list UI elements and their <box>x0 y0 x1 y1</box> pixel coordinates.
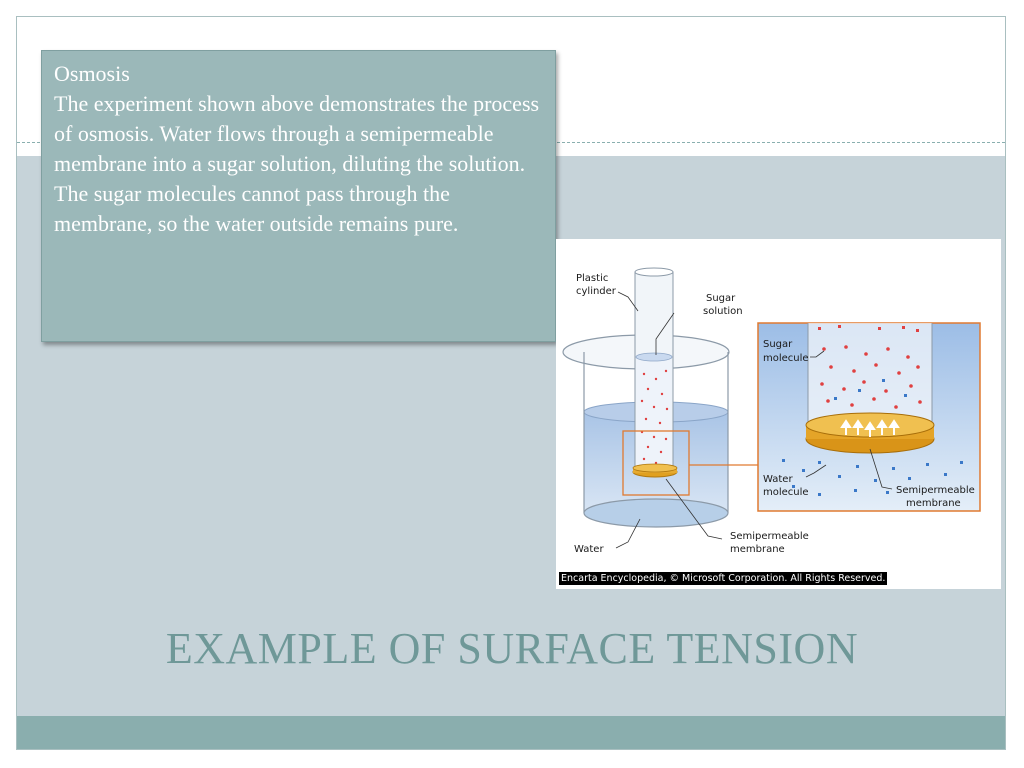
sugar-solution-label-2: solution <box>703 306 743 317</box>
footer-band <box>17 716 1005 749</box>
inset-water-molecules <box>782 379 963 496</box>
plastic-cylinder-label: Plastic <box>576 273 608 284</box>
inset-semipermeable-label-2: membrane <box>906 498 961 509</box>
leader-lines <box>615 291 893 549</box>
inset-view <box>757 322 981 512</box>
sugar-molecule-label-2: molecule <box>763 353 809 364</box>
inset-semipermeable-label: Semipermeable <box>896 485 975 496</box>
zoom-box <box>622 430 690 496</box>
caption-heading: Osmosis <box>54 61 130 86</box>
figure-credit: Encarta Encyclopedia, © Microsoft Corpor… <box>559 572 888 585</box>
osmosis-diagram: Plastic cylinder Sugar solution Water Se… <box>562 267 981 555</box>
arrow-icons <box>840 419 900 437</box>
sugar-molecule-label: Sugar <box>763 339 793 350</box>
caption-body: The experiment shown above demonstrates … <box>54 91 540 236</box>
plastic-cylinder-label-2: cylinder <box>576 286 617 297</box>
sugar-solution-label: Sugar <box>706 293 736 304</box>
slide-title: EXAMPLE OF SURFACE TENSION <box>165 624 859 673</box>
inset-sugar-molecules <box>818 325 922 409</box>
osmosis-figure: Plastic cylinder Sugar solution Water Se… <box>556 239 1001 589</box>
semipermeable-label-2: membrane <box>730 544 785 555</box>
plastic-cylinder <box>632 267 678 478</box>
caption-box: Osmosis The experiment shown above demon… <box>41 50 556 342</box>
water-label: Water <box>574 544 604 555</box>
sugar-dots <box>640 369 669 465</box>
water-molecule-label: Water <box>763 474 793 485</box>
water-molecule-label-2: molecule <box>763 487 809 498</box>
semipermeable-label: Semipermeable <box>730 531 809 542</box>
